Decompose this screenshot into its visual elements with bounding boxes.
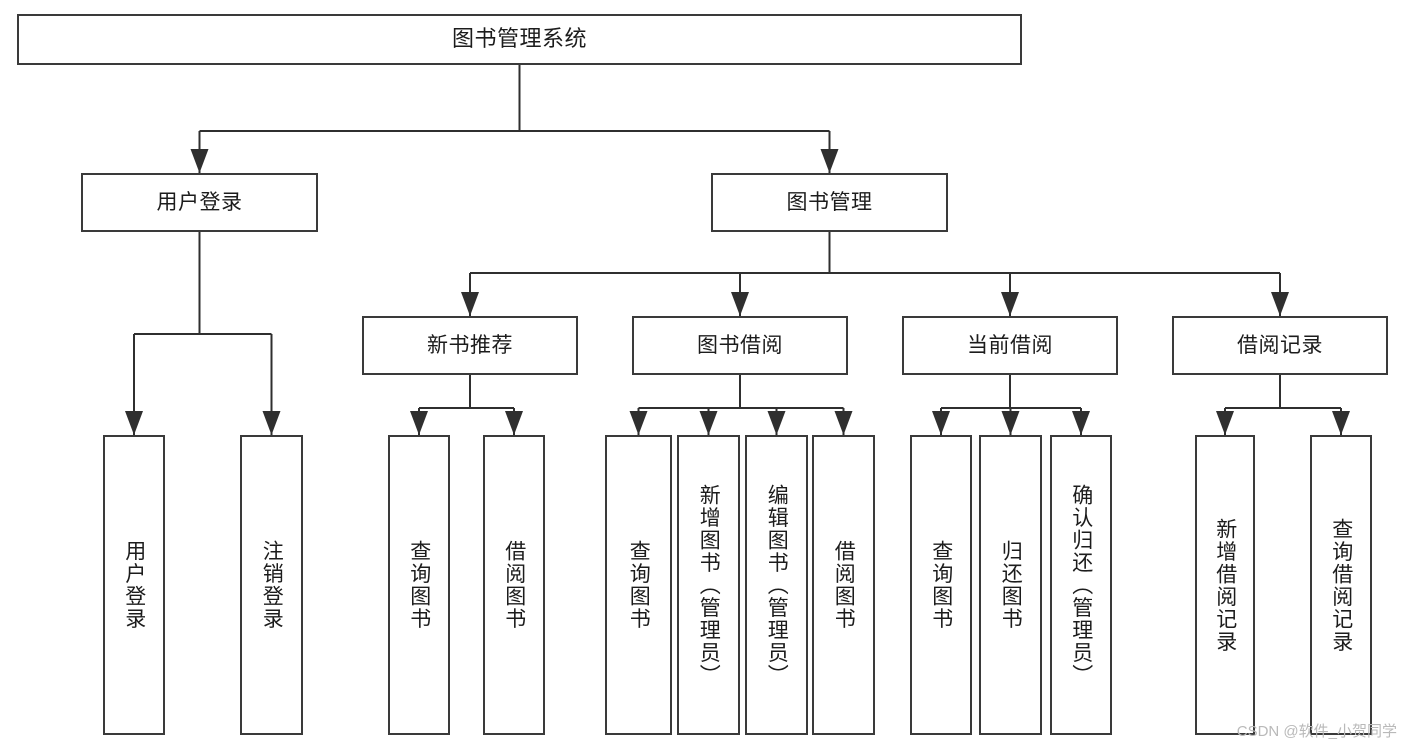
node-label: 查询图书 [627, 540, 651, 630]
node-leaf-return-book[interactable]: 归还图书 [979, 435, 1042, 735]
node-leaf-edit-book[interactable]: 编辑图书（管理员） [745, 435, 808, 735]
node-label: 借阅记录 [1237, 333, 1323, 357]
arrow-head [820, 149, 839, 173]
node-leaf-add-book[interactable]: 新增图书（管理员） [677, 435, 740, 735]
node-label: 确认归还（管理员） [1069, 483, 1093, 687]
node-book-borrow[interactable]: 图书借阅 [632, 316, 848, 375]
arrow-head [629, 411, 648, 435]
arrow-head [932, 411, 950, 435]
node-leaf-query-record[interactable]: 查询借阅记录 [1310, 435, 1372, 735]
node-current-borrow[interactable]: 当前借阅 [902, 316, 1118, 375]
node-leaf-borrow-book-1[interactable]: 借阅图书 [483, 435, 545, 735]
node-label: 查询图书 [929, 540, 953, 630]
node-book-manage[interactable]: 图书管理 [711, 173, 948, 232]
node-label: 新增图书（管理员） [697, 483, 721, 687]
arrow-head [410, 411, 428, 435]
node-leaf-query-book-3[interactable]: 查询图书 [910, 435, 972, 735]
arrow-head [1072, 411, 1090, 435]
node-leaf-user-logout[interactable]: 注销登录 [240, 435, 303, 735]
node-label: 新增借阅记录 [1213, 517, 1237, 653]
arrow-head [505, 411, 523, 435]
node-user-login[interactable]: 用户登录 [81, 173, 318, 232]
arrow-head [1332, 411, 1350, 435]
arrow-head [1271, 292, 1289, 316]
node-leaf-user-login[interactable]: 用户登录 [103, 435, 165, 735]
node-root[interactable]: 图书管理系统 [17, 14, 1022, 65]
arrow-head [1001, 411, 1020, 435]
node-label: 查询借阅记录 [1329, 517, 1353, 653]
node-label: 图书管理系统 [451, 26, 587, 52]
node-label: 用户登录 [156, 190, 243, 214]
node-leaf-confirm-return[interactable]: 确认归还（管理员） [1050, 435, 1112, 735]
node-label: 用户登录 [122, 540, 146, 630]
node-label: 归还图书 [999, 540, 1023, 630]
arrow-head [190, 149, 209, 173]
arrow-head [767, 411, 786, 435]
node-borrow-record[interactable]: 借阅记录 [1172, 316, 1388, 375]
arrow-head [834, 411, 853, 435]
node-leaf-query-book-2[interactable]: 查询图书 [605, 435, 672, 735]
node-leaf-borrow-book-2[interactable]: 借阅图书 [812, 435, 875, 735]
node-label: 图书借阅 [697, 333, 783, 357]
arrow-head [1001, 292, 1019, 316]
node-new-book-rec[interactable]: 新书推荐 [362, 316, 578, 375]
node-label: 借阅图书 [832, 540, 856, 630]
node-leaf-add-record[interactable]: 新增借阅记录 [1195, 435, 1255, 735]
node-label: 借阅图书 [502, 540, 526, 630]
arrow-head [125, 411, 143, 435]
arrow-head [699, 411, 718, 435]
arrow-head [461, 292, 479, 316]
node-label: 编辑图书（管理员） [765, 483, 789, 687]
node-label: 注销登录 [260, 540, 284, 630]
node-label: 查询图书 [407, 540, 431, 630]
arrow-head [262, 411, 281, 435]
arrow-head [731, 292, 749, 316]
node-label: 当前借阅 [967, 333, 1053, 357]
node-label: 图书管理 [786, 190, 873, 214]
node-label: 新书推荐 [427, 333, 513, 357]
node-leaf-query-book-1[interactable]: 查询图书 [388, 435, 450, 735]
arrow-head [1216, 411, 1234, 435]
